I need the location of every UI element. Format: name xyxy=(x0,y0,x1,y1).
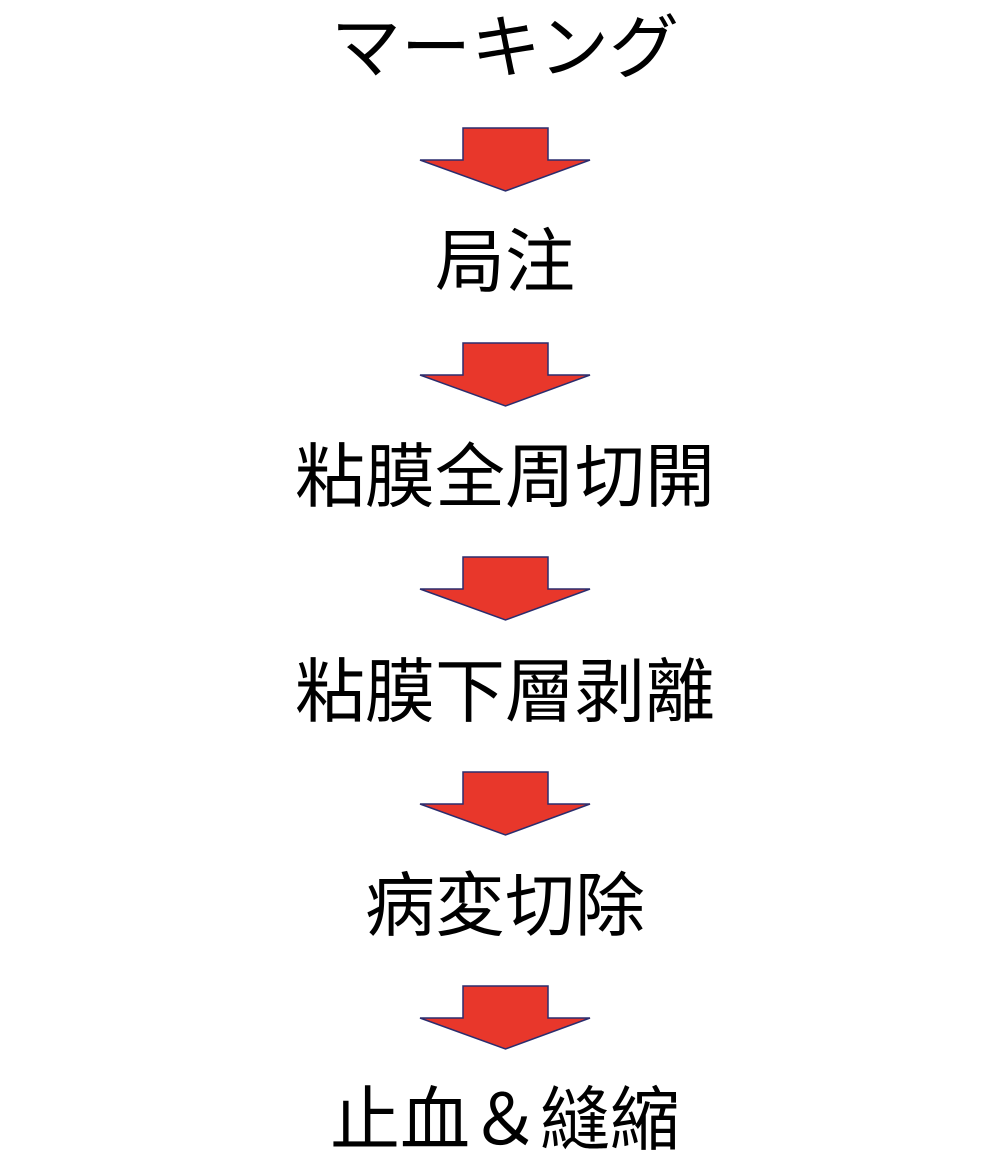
down-arrow-icon xyxy=(419,985,591,1050)
down-arrow-icon xyxy=(419,771,591,836)
step-hemostasis-closure: 止血＆縫縮 xyxy=(330,1079,680,1161)
step-local-injection: 局注 xyxy=(435,221,575,303)
down-arrow-icon xyxy=(419,342,591,407)
step-lesion-resection: 病変切除 xyxy=(365,865,645,947)
step-submucosal-dissection: 粘膜下層剥離 xyxy=(295,651,715,733)
step-circumferential-incision: 粘膜全周切開 xyxy=(295,436,715,518)
step-marking: マーキング xyxy=(331,7,679,89)
down-arrow-icon xyxy=(419,556,591,621)
down-arrow-icon xyxy=(419,127,591,192)
